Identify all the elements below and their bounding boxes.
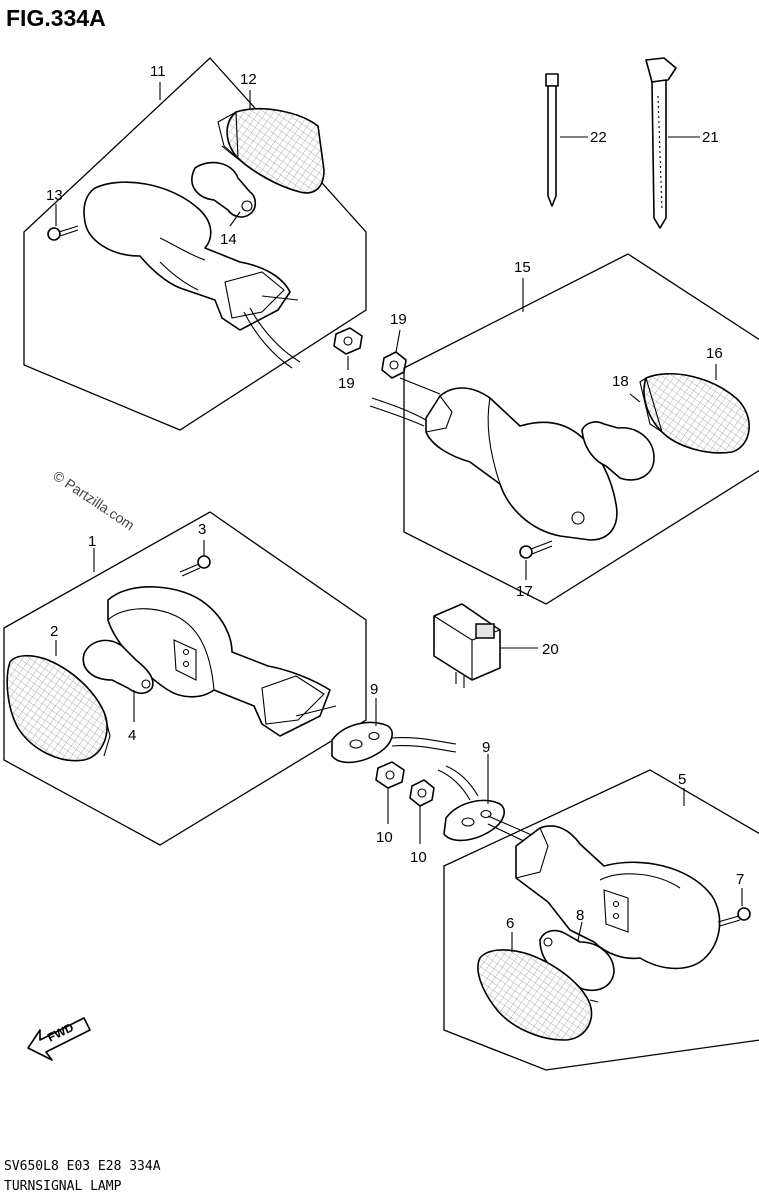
gasket-9-a	[331, 721, 393, 764]
callout-21: 21	[702, 129, 719, 146]
housing-15	[425, 387, 618, 541]
lens-6	[477, 949, 593, 1041]
callout-11: 11	[150, 63, 166, 80]
callout-16: 16	[706, 345, 723, 362]
screw-13	[47, 225, 79, 241]
cable-tie-21	[645, 57, 677, 229]
callout-9-a: 9	[370, 681, 378, 698]
group-1-front-left-lamp	[3, 511, 367, 846]
lens-2	[6, 654, 108, 762]
callout-5: 5	[678, 771, 686, 788]
callouts: 11 12 13 14 22 21 15 19 19 16 18 17 20 1…	[46, 63, 744, 932]
wire-1	[391, 737, 457, 745]
callout-9-b: 9	[482, 739, 490, 756]
group-5-outline	[443, 769, 759, 1071]
footer-code: SV650L8 E03 E28 334A	[4, 1159, 161, 1174]
lens-12	[226, 108, 325, 194]
leader-lines	[55, 82, 743, 952]
bulb-14	[191, 161, 257, 218]
group-1-outline	[3, 511, 367, 846]
callout-13: 13	[46, 187, 63, 204]
footer-caption: TURNSIGNAL LAMP	[4, 1179, 122, 1194]
group-15-outline	[403, 253, 759, 605]
group-5-front-right-lamp	[443, 769, 759, 1071]
callout-17: 17	[516, 583, 533, 600]
callout-19-a: 19	[390, 311, 407, 328]
screw-3	[179, 555, 211, 577]
callout-6: 6	[506, 915, 514, 932]
callout-1: 1	[88, 533, 96, 550]
wire-5	[437, 769, 471, 801]
group-11-rear-left-lamp	[23, 57, 367, 431]
callout-19-b: 19	[338, 375, 355, 392]
callout-18: 18	[612, 373, 629, 390]
housing-5	[515, 825, 721, 970]
callout-14: 14	[220, 231, 237, 248]
cable-tie-22	[545, 73, 559, 207]
callout-3: 3	[198, 521, 206, 538]
bulb-18	[581, 421, 655, 481]
housing-11	[83, 181, 291, 331]
screw-7	[717, 907, 751, 927]
figure-title: FIG.334A	[6, 5, 106, 31]
callout-8: 8	[576, 907, 584, 924]
bulb-4	[82, 639, 154, 695]
nut-19-a	[333, 327, 363, 355]
screw-17	[519, 540, 553, 559]
callout-2: 2	[50, 623, 58, 640]
callout-20: 20	[542, 641, 559, 658]
watermark: © Partzilla.com	[50, 467, 137, 533]
callout-4: 4	[128, 727, 136, 744]
callout-15: 15	[514, 259, 531, 276]
callout-7: 7	[736, 871, 744, 888]
gasket-9-b	[443, 799, 505, 842]
housing-1	[107, 586, 331, 737]
nut-19-b	[381, 351, 407, 379]
nut-10-b	[409, 779, 435, 807]
relay-20	[433, 603, 501, 688]
lens-16	[643, 372, 750, 454]
callout-10-a: 10	[376, 829, 393, 846]
group-11-outline	[23, 57, 367, 431]
callout-12: 12	[240, 71, 257, 88]
fwd-arrow-icon: FWD	[27, 1017, 91, 1061]
group-15-rear-right-lamp	[369, 253, 759, 605]
callout-10-b: 10	[410, 849, 427, 866]
callout-22: 22	[590, 129, 607, 146]
nut-10-a	[375, 761, 405, 789]
